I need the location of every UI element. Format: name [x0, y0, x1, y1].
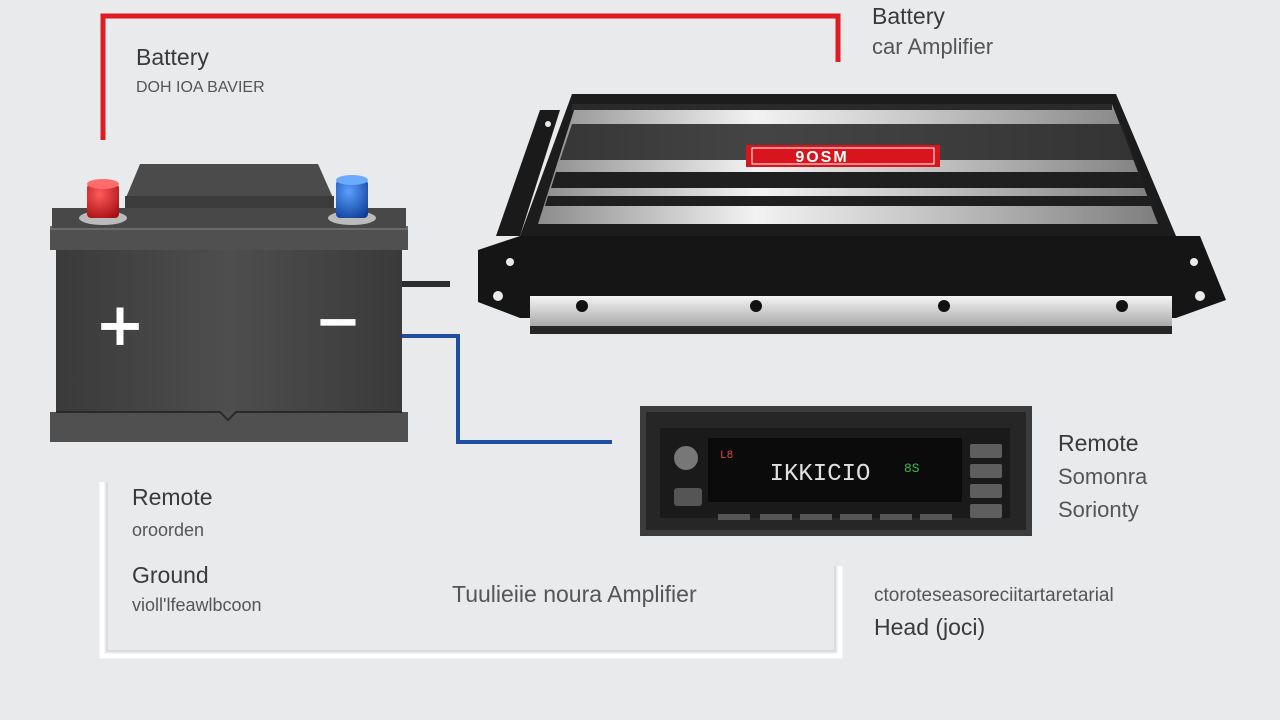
remote-right-line1: Somonra	[1058, 464, 1148, 489]
plus-sign: +	[95, 290, 145, 360]
remote-wire	[398, 334, 612, 444]
center-caption: Tuulieiie noura Amplifier	[452, 581, 697, 607]
remote-right-heading: Remote	[1058, 430, 1139, 456]
remote-right-line2: Sorionty	[1058, 497, 1139, 522]
ground-wire	[99, 482, 843, 659]
ground-subtext: violl'lfeawlbcoon	[132, 595, 262, 615]
car-battery: + −	[50, 164, 408, 442]
minus-sign: −	[315, 289, 362, 354]
display-right-indicator: 8S	[904, 461, 920, 476]
head-unit: IKKICIO L8 8S	[640, 406, 1032, 536]
amplifier-heading: Battery	[872, 3, 945, 29]
power-wire	[100, 13, 841, 140]
display-left-indicator: L8	[720, 450, 733, 462]
amp-logo: 9OSM	[746, 145, 940, 167]
battery-subtext: DOH IOA BAVIER	[136, 79, 265, 96]
svg-text:9OSM: 9OSM	[795, 149, 848, 166]
head-unit-line2: Head (joci)	[874, 614, 986, 640]
head-unit-line1: ctoroteseasoreciitartaretarial	[874, 585, 1114, 606]
car-amplifier: 9OSM	[478, 94, 1226, 334]
remote-left-heading: Remote	[132, 484, 213, 510]
ground-heading: Ground	[132, 562, 209, 588]
battery-heading: Battery	[136, 44, 209, 70]
display-readout: IKKICIO	[770, 461, 871, 488]
amplifier-subtext: car Amplifier	[872, 34, 994, 59]
remote-left-subtext: oroorden	[132, 520, 205, 540]
positive-terminal	[79, 179, 127, 225]
negative-terminal	[328, 175, 376, 225]
volume-knob	[674, 446, 698, 470]
